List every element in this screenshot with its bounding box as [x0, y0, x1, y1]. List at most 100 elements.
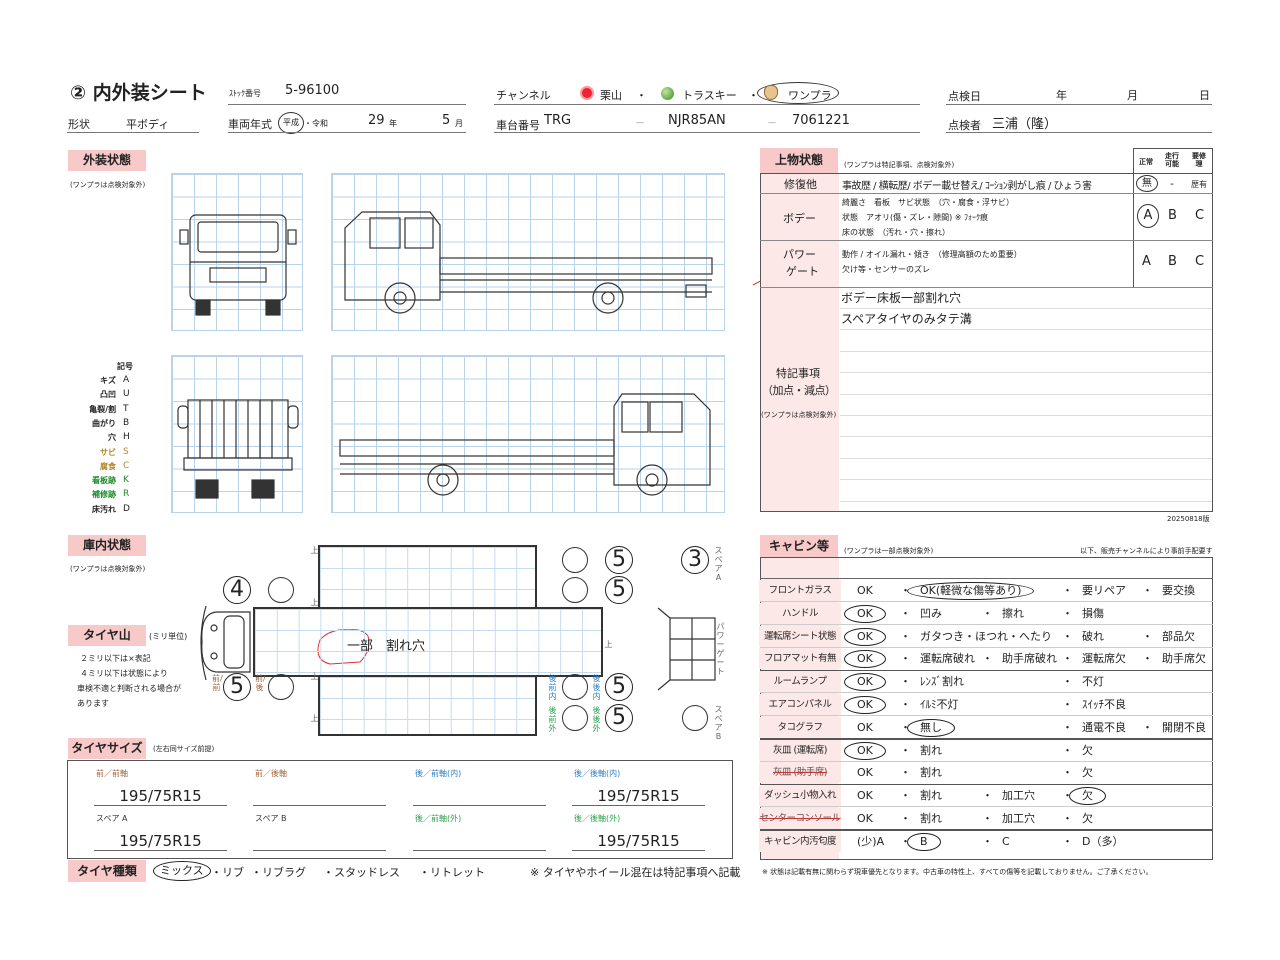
tire-size-label: スペア A [96, 814, 128, 823]
cabin-option[interactable]: 擦れ [1002, 603, 1024, 625]
cabin-option[interactable]: OK [844, 603, 886, 625]
tire-size-value[interactable]: 195/75R15 [572, 829, 705, 851]
notes-line[interactable]: スペアタイヤのみタテ溝 [840, 309, 1212, 331]
cabin-option[interactable]: ｽｲｯﾁ不良 [1082, 694, 1126, 716]
cabin-option[interactable]: 部品欠 [1162, 626, 1195, 648]
notes-line[interactable] [840, 438, 1212, 459]
tire-size-value[interactable]: 195/75R15 [94, 829, 227, 851]
tire-size-title: タイヤサイズ [68, 738, 146, 759]
tire-size-value[interactable] [253, 829, 386, 851]
cabin-option[interactable]: 欠 [1082, 808, 1093, 830]
cabin-option[interactable]: ガタつき・ほつれ・へたり [920, 626, 1052, 648]
cabin-option[interactable]: ﾚﾝｽﾞ割れ [920, 671, 964, 693]
cabin-option[interactable]: 加工穴 [1002, 785, 1035, 807]
cabin-option[interactable]: OK [857, 762, 873, 784]
option-text: 運転席欠 [1082, 652, 1126, 666]
separator: ・ [900, 697, 911, 711]
option-text: OK [857, 811, 873, 825]
cabin-option[interactable]: OK [844, 626, 886, 648]
separator: ・ [900, 720, 911, 734]
cabin-option[interactable]: OK [844, 671, 886, 693]
notes-line[interactable] [840, 395, 1212, 416]
cabin-option[interactable]: 割れ [920, 762, 942, 784]
cabin-option[interactable]: 無し [907, 717, 955, 739]
cabin-option[interactable]: 凹み [920, 603, 942, 625]
inspector-name: 三浦（隆） [992, 117, 1058, 132]
cabin-option[interactable]: 不灯 [1082, 671, 1104, 693]
cabin-option[interactable]: 開閉不良 [1162, 717, 1206, 739]
cabin-option[interactable]: OK [857, 717, 873, 739]
cabin-option[interactable]: (少)A [857, 831, 884, 853]
cabin-option[interactable]: C [1002, 831, 1010, 853]
cabin-option[interactable]: 割れ [920, 785, 942, 807]
stock-number: 5-96100 [285, 83, 340, 98]
cabin-option[interactable]: 割れ [920, 808, 942, 830]
cabin-option[interactable]: 欠 [1082, 762, 1093, 784]
cabin-option[interactable]: 加工穴 [1002, 808, 1035, 830]
shape-label: 形状 [68, 118, 90, 131]
divider [760, 829, 1213, 831]
cabin-option[interactable]: 通電不良 [1082, 717, 1126, 739]
tread-note: ２ミリ以下は×表記 [80, 654, 151, 663]
notes-line[interactable]: ボデー床板一部割れ穴 [840, 288, 1212, 309]
notes-line[interactable] [840, 374, 1212, 395]
repair-text: 事故歴 / 横転歴/ ボデー載せ替え/ ｺｰｼｮﾝ剥がし痕 / ひょう害 [842, 181, 1092, 192]
cabin-option[interactable]: 欠 [1069, 785, 1106, 807]
cabin-option[interactable]: 損傷 [1082, 603, 1104, 625]
truck-front-illustration [179, 214, 297, 316]
cabin-note-right: 以下、販売チャンネルにより事前手配要す [1080, 547, 1213, 555]
option-text: 部品欠 [1162, 629, 1195, 643]
cabin-option[interactable]: 要リペア [1082, 580, 1126, 602]
notes-line[interactable] [840, 331, 1212, 352]
tire-type-option[interactable]: ミックス [153, 861, 211, 881]
cabin-option[interactable]: OK [844, 740, 886, 762]
cabin-option[interactable]: 運転席破れ [920, 648, 975, 670]
tire-size-value[interactable]: 195/75R15 [94, 784, 227, 806]
notes-line[interactable] [840, 352, 1212, 374]
notes-line[interactable] [840, 481, 1212, 502]
tire-size-value[interactable] [413, 784, 546, 806]
cabin-option[interactable]: OK [857, 808, 873, 830]
cabin-option[interactable]: ｲﾙﾐ不灯 [920, 694, 959, 716]
tire-type-option[interactable]: リブ [222, 866, 244, 879]
notes-line[interactable] [840, 416, 1212, 438]
tire-size-value[interactable]: 195/75R15 [572, 784, 705, 806]
option-text: 割れ [920, 811, 942, 825]
stock-label: ｽﾄｯｸ番号 [229, 89, 261, 98]
repair-none-selected: 無 [1136, 175, 1158, 192]
option-text: C [1002, 834, 1010, 848]
cabin-row: 灰皿 (運転席)OK・割れ・欠 [759, 739, 1212, 762]
tire-type-option[interactable]: リブラグ [262, 866, 306, 879]
tire-type-option[interactable]: スタッドレス [334, 866, 400, 879]
cabin-option[interactable]: 欠 [1082, 740, 1093, 762]
chassis-label: 車台番号 [496, 119, 540, 132]
cabin-option[interactable]: 運転席欠 [1082, 648, 1126, 670]
body-table [760, 173, 1213, 512]
separator: ・ [1062, 629, 1073, 643]
cabin-option[interactable]: 破れ [1082, 626, 1104, 648]
body-grade-a-selected: A [1137, 204, 1159, 228]
cabin-option[interactable]: 要交換 [1162, 580, 1195, 602]
cabin-option[interactable]: OK [857, 785, 873, 807]
separator: ・ [900, 743, 911, 757]
spare-b-label: スペアB [714, 705, 723, 741]
cabin-row-label: 運転席シート状態 [759, 625, 841, 647]
tire-size-value[interactable] [253, 784, 386, 806]
cabin-option[interactable]: OK(軽微な傷等あり) [907, 580, 1035, 602]
cabin-option[interactable]: 割れ [920, 740, 942, 762]
cabin-option[interactable]: OK [844, 694, 886, 716]
tire-size-value[interactable] [413, 829, 546, 851]
cabin-option[interactable]: 助手席欠 [1162, 648, 1206, 670]
cabin-option[interactable]: B [907, 831, 941, 853]
notes-line[interactable] [840, 459, 1212, 481]
cabin-option[interactable]: OK [857, 580, 873, 602]
cabin-option[interactable]: D（多） [1082, 831, 1123, 853]
cargo-damage-note: 一部 割れ穴 [347, 639, 426, 654]
cabin-option[interactable]: 助手席破れ [1002, 648, 1057, 670]
cabin-option[interactable]: OK [844, 648, 886, 670]
tire-type-option[interactable]: リトレット [430, 866, 485, 879]
